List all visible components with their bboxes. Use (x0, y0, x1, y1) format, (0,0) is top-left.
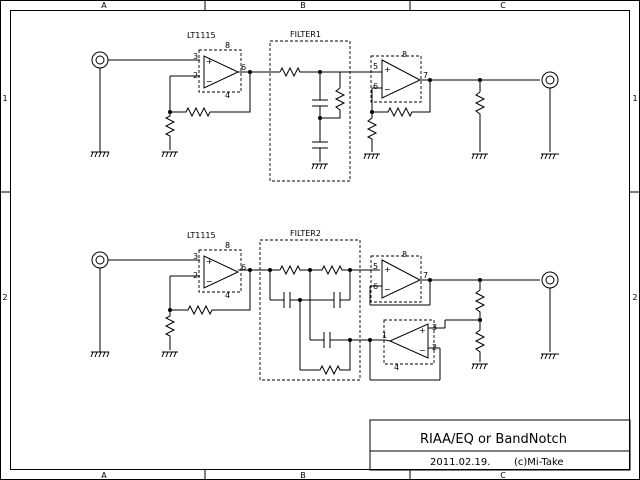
opamp-1-pin-6: 6 (241, 63, 246, 72)
opamp-3-minus: − (206, 277, 213, 286)
opamp-5-pin-4: 4 (394, 363, 399, 372)
schematic-date: 2011.02.19. (430, 457, 490, 468)
opamp-2-pin-6: 6 (373, 82, 378, 91)
opamp-4-plus: + (384, 265, 391, 274)
opamp-4-minus: − (384, 285, 391, 294)
opamp-4: 5 6 7 + − 8 (370, 250, 428, 303)
ground-symbol (161, 351, 178, 358)
opamp-2-pin-8: 8 (402, 50, 407, 59)
circuit-1: LT1115 3 2 6 + − 8 4 FILTER1 (90, 30, 559, 182)
filter-1-label: FILTER1 (290, 30, 321, 39)
opamp-1-plus: + (206, 57, 213, 66)
opamp-1-minus: − (206, 77, 213, 86)
opamp-2-minus: − (384, 85, 391, 94)
title-block: RIAA/EQ or BandNotch 2011.02.19. (c)Mi-T… (369, 419, 631, 471)
opamp-2: 5 6 7 + − 8 (370, 50, 428, 103)
opamp-4-pin-8: 8 (402, 250, 407, 259)
row-label-2-left: 2 (2, 293, 7, 302)
opamp-3-pin-6: 6 (241, 263, 246, 272)
ground-symbol (90, 151, 110, 158)
ground-symbol (540, 153, 559, 160)
opamp-5-minus: − (419, 346, 426, 355)
opamp-1-pin-8: 8 (225, 41, 230, 50)
row-label-2-right: 2 (632, 293, 637, 302)
opamp-4-pin-5: 5 (373, 262, 378, 271)
opamp-1: LT1115 3 2 6 + − 8 4 (187, 31, 246, 100)
opamp-3-pin-3: 3 (193, 252, 198, 261)
opamp-2-pin-7: 7 (423, 71, 428, 80)
row-label-1-right: 1 (632, 94, 637, 103)
opamp-3-plus: + (206, 257, 213, 266)
row-label-1-left: 1 (2, 94, 7, 103)
ground-symbol (471, 363, 488, 370)
opamp-5-pin-1: 1 (382, 331, 387, 340)
column-label-a-top: A (101, 1, 107, 10)
filter-2-label: FILTER2 (290, 229, 321, 238)
opamp-1-pin-4: 4 (225, 91, 230, 100)
opamp-1-label: LT1115 (187, 31, 216, 40)
filter-2: FILTER2 (259, 229, 361, 381)
ground-symbol (311, 163, 328, 170)
column-label-c-bottom: C (500, 471, 506, 480)
input-jack-2 (91, 251, 109, 269)
opamp-2-pin-5: 5 (373, 62, 378, 71)
output-jack-2 (541, 271, 559, 289)
input-jack-1 (91, 51, 109, 69)
ground-symbol (540, 353, 559, 360)
schematic-title: RIAA/EQ or BandNotch (420, 432, 567, 447)
opamp-3-label: LT1115 (187, 231, 216, 240)
ground-symbol (363, 153, 380, 160)
opamp-4-pin-7: 7 (423, 271, 428, 280)
schematic-author: (c)Mi-Take (514, 457, 564, 468)
column-label-b-bottom: B (300, 471, 306, 480)
column-label-a-bottom: A (101, 471, 107, 480)
circuit-2: LT1115 3 2 6 + − 8 4 FILTER2 (90, 229, 559, 381)
column-label-b-top: B (300, 1, 306, 10)
opamp-3-pin-4: 4 (225, 291, 230, 300)
opamp-2-plus: + (384, 65, 391, 74)
opamp-3: LT1115 3 2 6 + − 8 4 (187, 231, 246, 300)
opamp-5-pin-3: 3 (432, 323, 437, 332)
ground-symbol (471, 153, 488, 160)
opamp-3-pin-8: 8 (225, 241, 230, 250)
opamp-1-pin-3: 3 (193, 52, 198, 61)
output-jack-1 (541, 71, 559, 89)
opamp-5-plus: + (419, 326, 426, 335)
filter-1: FILTER1 (269, 30, 351, 182)
ground-symbol (90, 351, 110, 358)
column-label-c-top: C (500, 1, 506, 10)
ground-symbol (161, 151, 178, 158)
